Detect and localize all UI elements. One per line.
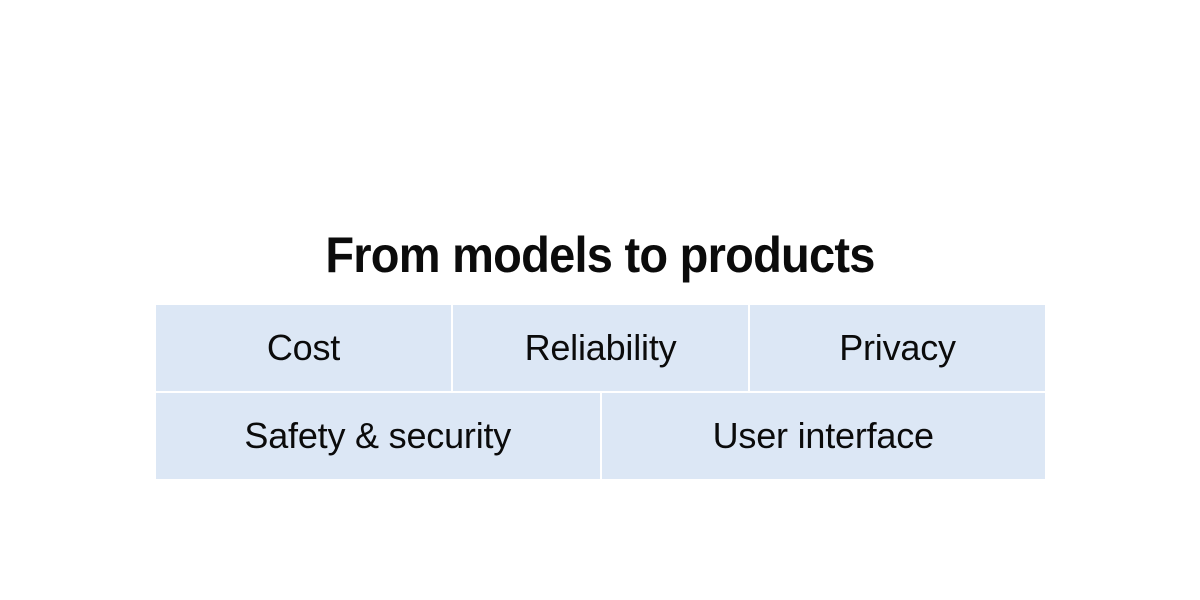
table-cell-privacy[interactable]: Privacy — [750, 305, 1045, 391]
table-cell-user-interface[interactable]: User interface — [601, 393, 1045, 479]
table-cell-reliability[interactable]: Reliability — [453, 305, 748, 391]
table-row: Cost Reliability Privacy — [156, 305, 1045, 391]
product-considerations-table: Cost Reliability Privacy Safety & securi… — [156, 305, 1045, 479]
table-cell-safety-and-security[interactable]: Safety & security — [156, 393, 600, 479]
page-title: From models to products — [325, 227, 875, 283]
table-row: Safety & security User interface — [156, 393, 1045, 479]
table-cell-cost[interactable]: Cost — [156, 305, 451, 391]
